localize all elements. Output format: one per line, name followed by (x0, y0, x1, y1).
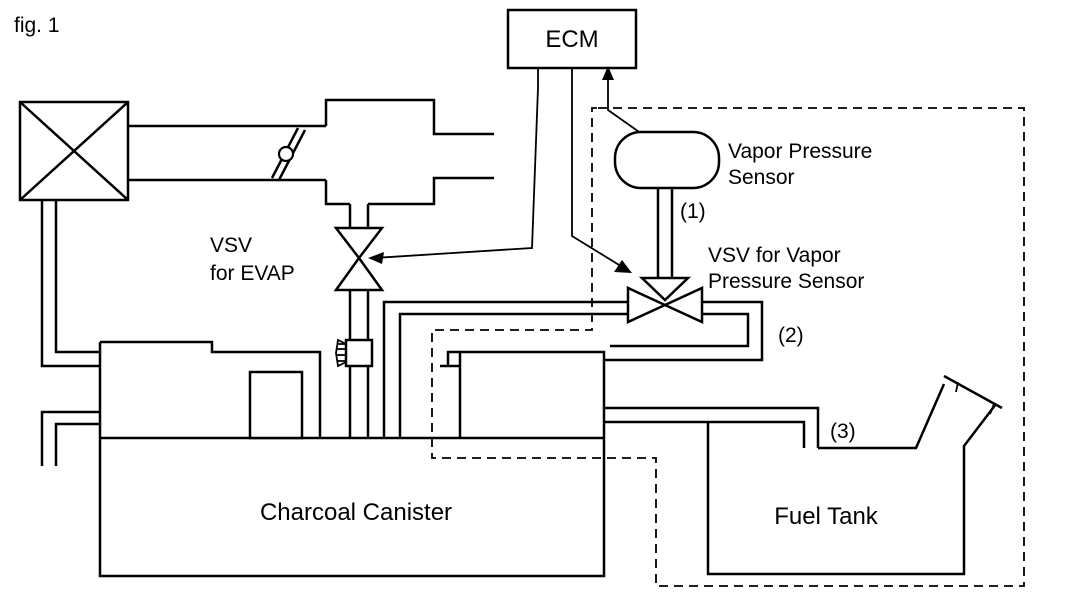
air-cleaner (18, 100, 130, 202)
hose-3 (604, 406, 820, 448)
charcoal-canister-label: Charcoal Canister (260, 499, 452, 526)
vsv-vps-label-line2: Pressure Sensor (708, 270, 864, 293)
sensor-to-ecm-signal (602, 66, 643, 135)
vsv-for-evap-valve (333, 226, 385, 292)
fuel-tank (706, 374, 1003, 576)
purge-line (335, 204, 374, 438)
throttle-valve (270, 127, 307, 181)
vapor-pressure-sensor-label-line1: Vapor Pressure (728, 140, 872, 163)
ecm-to-vsv-vps-signal (571, 68, 632, 273)
figure-label: fig. 1 (14, 14, 60, 37)
vapor-pressure-sensor (613, 130, 721, 278)
vsv-for-vapor-pressure-sensor-valve (626, 276, 704, 324)
vsv-for-evap-label-line2: for EVAP (210, 262, 295, 285)
vsv-for-evap-label-line1: VSV (210, 234, 252, 257)
ecm-unit: ECM (506, 8, 638, 70)
charcoal-canister (98, 340, 606, 578)
fuel-tank-label: Fuel Tank (774, 503, 879, 530)
ecm-label: ECM (545, 26, 598, 53)
hose-label-1: (1) (680, 200, 706, 223)
hose-2 (382, 300, 764, 438)
vapor-pressure-sensor-label-line2: Sensor (728, 166, 795, 189)
air-inlet-line (40, 200, 100, 368)
vsv-vps-label-line1: VSV for Vapor (708, 244, 841, 267)
canister-vent (40, 410, 100, 466)
hose-label-3: (3) (830, 420, 856, 443)
sensor-system-boundary (431, 107, 1025, 587)
hose-label-2: (2) (778, 324, 804, 347)
intake-duct (128, 98, 494, 206)
ecm-to-vsv-evap-signal (368, 68, 539, 264)
